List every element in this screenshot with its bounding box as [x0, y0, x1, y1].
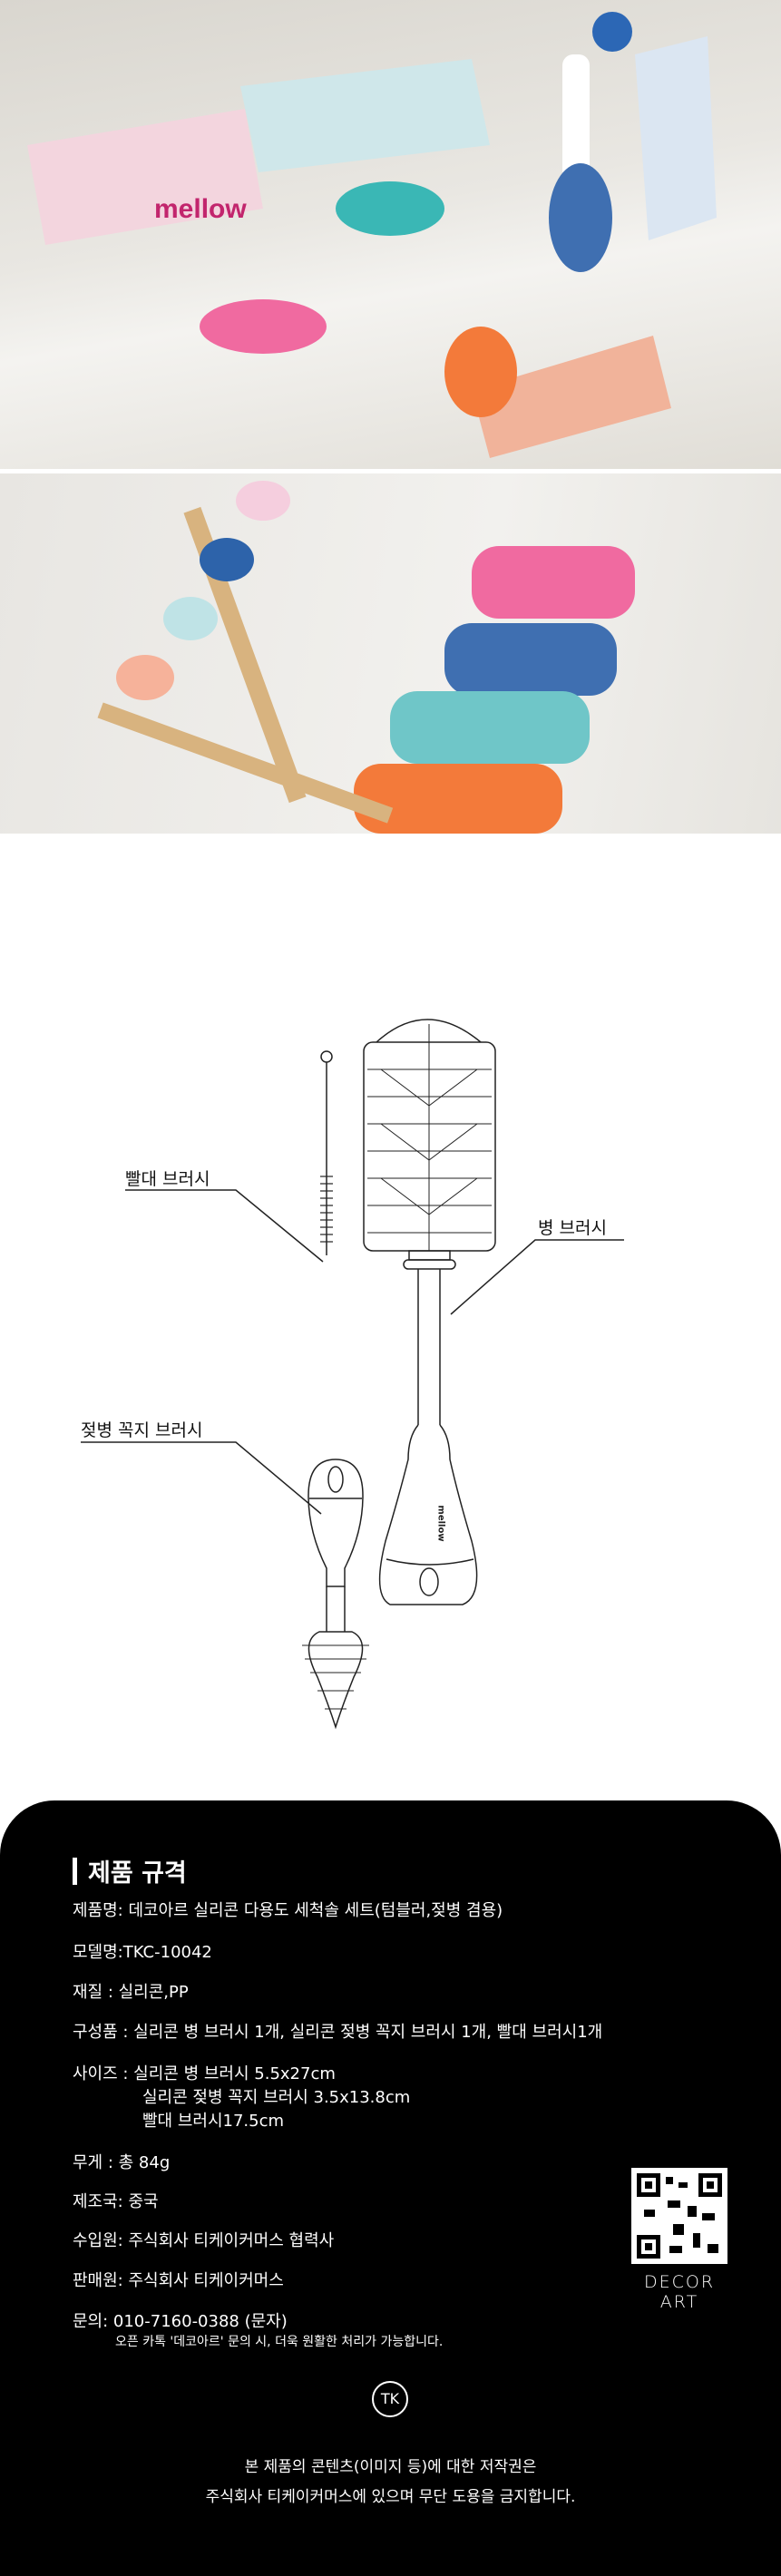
spec-components: 구성품 : 실리콘 병 브러시 1개, 실리콘 젖병 꼭지 브러시 1개, 빨대…: [73, 2023, 603, 2042]
spec-size: 사이즈 : 실리콘 병 브러시 5.5x27cm: [73, 2064, 336, 2083]
spec-contact: 문의: 010-7160-0388 (문자): [73, 2312, 288, 2331]
qr-code[interactable]: [631, 2168, 727, 2264]
label-straw-brush: 빨대 브러시: [125, 1169, 210, 1189]
spec-contact-note: 오픈 카톡 '데코아르' 문의 시, 더욱 원활한 처리가 가능합니다.: [115, 2335, 444, 2349]
spec-section: 제품 규격 제품명: 데코아르 실리콘 다용도 세척솔 세트(텀블러,젖병 겸용…: [0, 1800, 781, 2576]
spec-origin: 제조국: 중국: [73, 2192, 159, 2211]
spec-product-name: 제품명: 데코아르 실리콘 다용도 세척솔 세트(텀블러,젖병 겸용): [73, 1901, 503, 1920]
spec-importer: 수입원: 주식회사 티케이커머스 협력사: [73, 2231, 335, 2250]
product-photo-rack: [0, 473, 781, 834]
label-nipple-brush: 젖병 꼭지 브러시: [81, 1420, 203, 1440]
copyright-line-1: 본 제품의 콘텐츠(이미지 등)에 대한 저작권은: [244, 2458, 537, 2476]
product-photo-illustration: mellow: [27, 12, 717, 458]
brand-logo: DECOR ART: [643, 2272, 716, 2312]
spec-size-straw: 빨대 브러시17.5cm: [142, 2112, 285, 2131]
spec-model: 모델명:TKC-10042: [73, 1943, 212, 1962]
spec-size-nipple: 실리콘 젖병 꼭지 브러시 3.5x13.8cm: [142, 2088, 411, 2107]
qr-code-pattern: [637, 2173, 722, 2259]
tk-logo: TK: [372, 2381, 408, 2417]
spec-weight: 무게 : 총 84g: [73, 2153, 171, 2172]
brushes-line-drawing: [81, 1019, 624, 1730]
title-bar: [73, 1857, 77, 1885]
spec-seller: 판매원: 주식회사 티케이커머스: [73, 2271, 284, 2290]
product-photo-set: mellow: [0, 0, 781, 469]
handle-brand-text: mellow: [435, 1505, 446, 1542]
box-brand-text: mellow: [154, 194, 247, 224]
spec-title: 제품 규격: [73, 1853, 187, 1888]
copyright-line-2: 주식회사 티케이커머스에 있으며 무단 도용을 금지합니다.: [205, 2488, 576, 2506]
rack-illustration: [97, 481, 635, 834]
spec-material: 재질 : 실리콘,PP: [73, 1983, 189, 2002]
product-components-diagram: 빨대 브러시 병 브러시 젖병 꼭지 브러시 mellow: [0, 834, 781, 1800]
spec-title-text: 제품 규격: [88, 1859, 187, 1888]
label-bottle-brush: 병 브러시: [538, 1218, 607, 1238]
